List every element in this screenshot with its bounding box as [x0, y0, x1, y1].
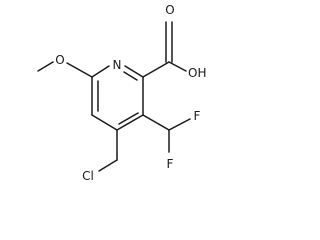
atom-label-methoxy-oxygen: O [55, 53, 64, 67]
atom-label-nitrogen: N [113, 58, 122, 72]
bond-ch2-cl [98, 159, 118, 172]
bond-o-ch3 [37, 61, 54, 72]
atom-label-hydroxyl: OH [188, 66, 206, 80]
bond-inner-c2-n [123, 71, 138, 81]
atom-label-carbonyl-oxygen: O [165, 3, 174, 17]
bond-c4-c3 [116, 114, 144, 131]
bond-cooh-oh [168, 61, 187, 72]
bond-c5-c4 [91, 114, 118, 131]
bond-cf2h-f1 [168, 118, 191, 131]
bond-c6-o [66, 62, 93, 78]
atom-label-fluorine-1: F [194, 109, 201, 123]
bond-c3-cf2h [142, 114, 170, 131]
bond-inner-c4-c3 [118, 112, 139, 125]
atom-label-fluorine-2: F [167, 157, 174, 171]
chemical-structure: N O OH O F F Cl [37, 3, 206, 183]
bond-n-c6 [91, 65, 110, 78]
bond-c2-n [124, 65, 144, 78]
bond-c2-ccooh [142, 61, 170, 78]
atom-label-chlorine: Cl [82, 169, 94, 183]
